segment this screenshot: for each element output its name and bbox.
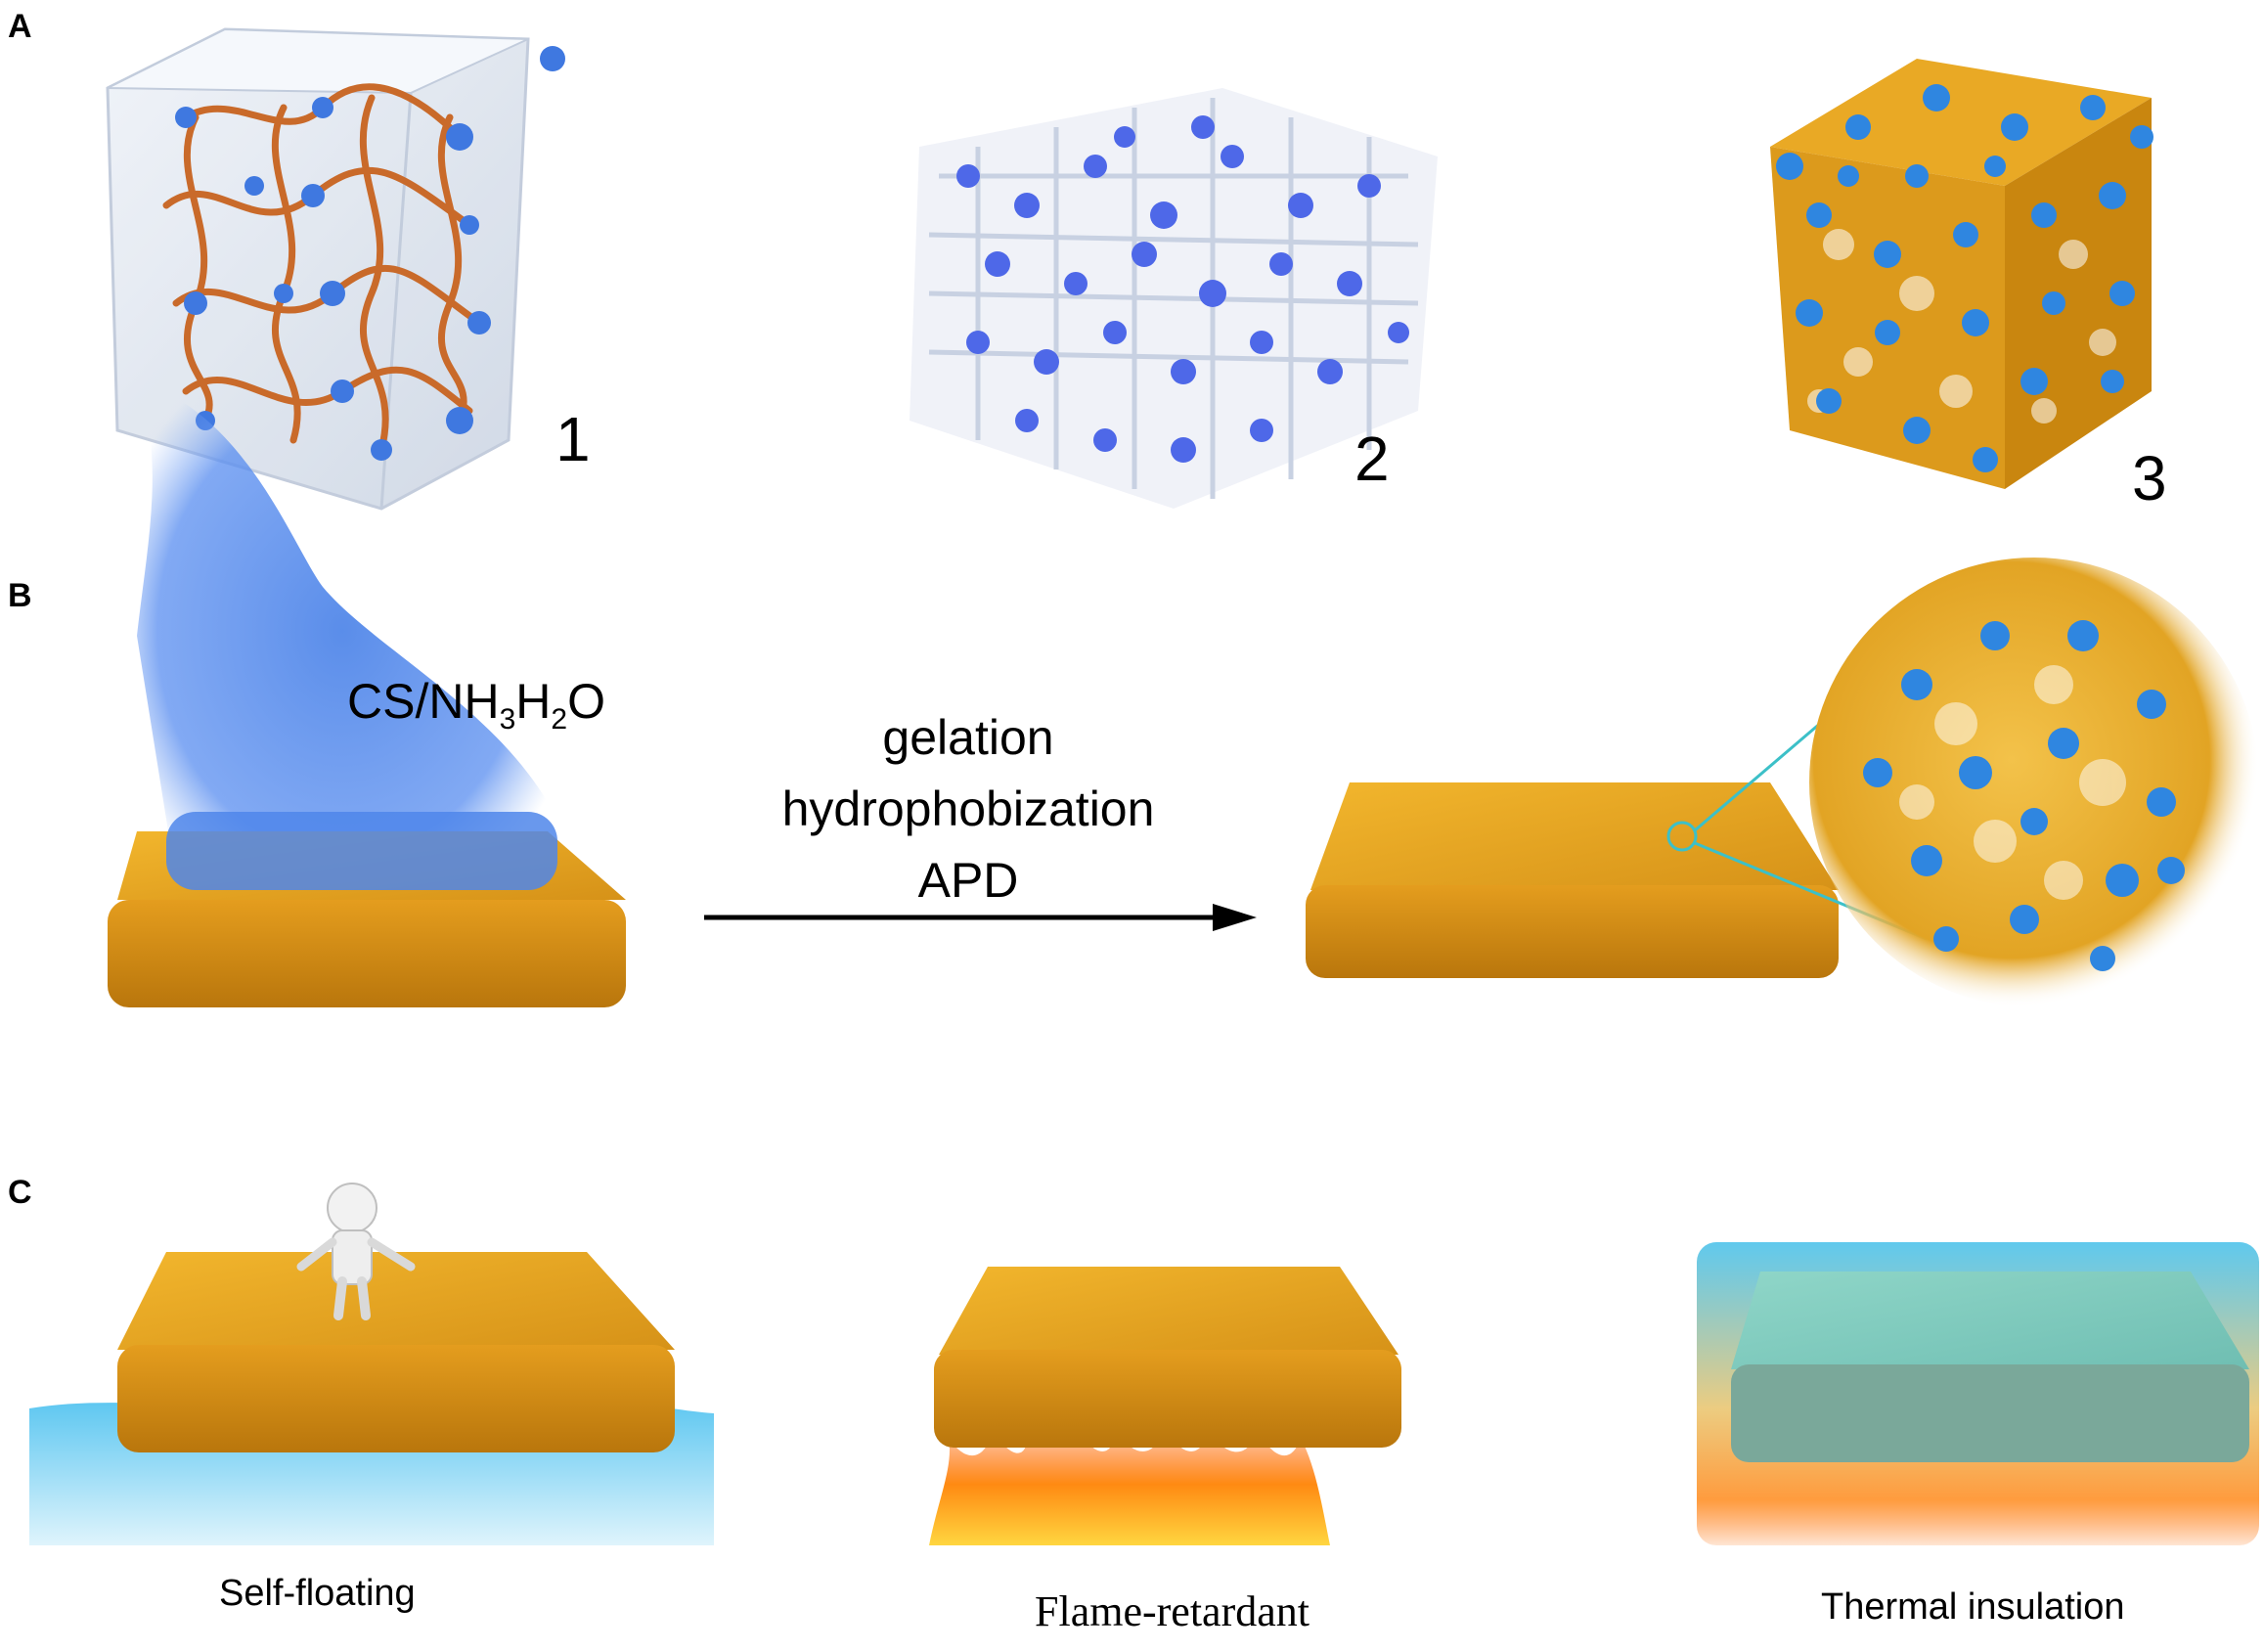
process-step-apd: APD (917, 853, 1019, 908)
foam-slab-c-floating (117, 1252, 675, 1452)
caption-self-floating: Self-floating (219, 1573, 416, 1614)
hydrogel-cube-1 (106, 27, 565, 511)
panel-label-c: C (8, 1174, 32, 1211)
flames (929, 1423, 1330, 1545)
formula-sub-2: 2 (551, 703, 568, 736)
formula-prefix: CS/NH (347, 674, 500, 729)
aerogel-cube-3 (1770, 59, 2153, 489)
zoom-sphere (1809, 558, 2259, 1007)
sol-cluster-2 (910, 88, 1438, 509)
caption-flame-retardant: Flame-retardant (1035, 1587, 1310, 1635)
foam-slab-b-right (1306, 697, 1928, 978)
caption-thermal-insulation: Thermal insulation (1821, 1586, 2125, 1628)
panel-label-a: A (8, 8, 32, 45)
panel-label-b: B (8, 577, 32, 614)
precursor-solution (137, 381, 548, 880)
foam-slab-c-thermal (1731, 1272, 2249, 1462)
person-figure (296, 1183, 416, 1320)
precursor-formula: CS/NH3H2O (347, 673, 605, 737)
stage-number-2: 2 (1354, 424, 1390, 494)
formula-sub-1: 3 (499, 703, 516, 736)
foam-slab-c-flame (934, 1267, 1401, 1448)
stage-number-3: 3 (2132, 443, 2167, 513)
process-step-gelation: gelation (882, 710, 1054, 765)
process-arrow (704, 904, 1257, 931)
stage-number-1: 1 (555, 404, 591, 474)
process-step-hydrophobization: hydrophobization (781, 781, 1155, 836)
foam-slab-b-left (108, 812, 626, 1007)
formula-suffix: O (567, 674, 605, 729)
formula-mid: H (515, 674, 552, 729)
